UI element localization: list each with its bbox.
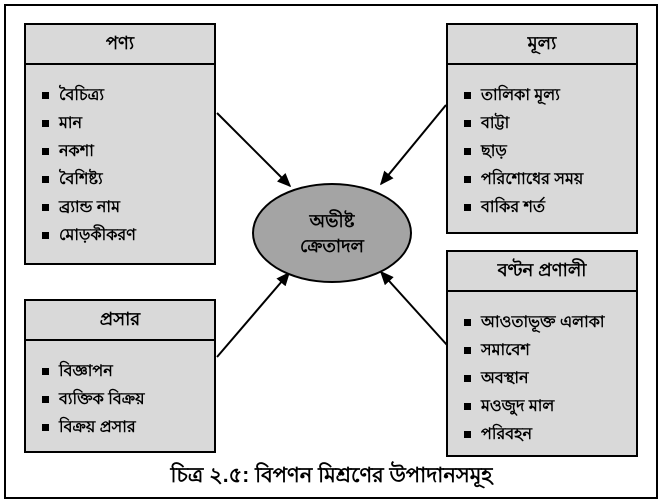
list-item: সমাবেশ: [464, 336, 630, 364]
list-item: বিজ্ঞাপন: [42, 357, 208, 385]
arrow-promotion-to-target: [216, 271, 291, 358]
list-item-label: বৈশিষ্ট্য: [59, 170, 103, 188]
target-ellipse-line1: অভীষ্ট: [309, 210, 355, 231]
square-bullet-icon: [42, 147, 49, 155]
list-item-label: ব্যক্তিক বিক্রয়: [59, 390, 145, 408]
list-item: মোড়কীকরণ: [42, 221, 208, 249]
list-item-label: বিজ্ঞাপন: [59, 362, 113, 380]
square-bullet-icon: [464, 430, 471, 438]
square-bullet-icon: [464, 147, 471, 155]
square-bullet-icon: [42, 367, 49, 375]
list-item: ব্র্যান্ড নাম: [42, 193, 208, 221]
product-box: পণ্য বৈচিত্র্য মান নকশা বৈশিষ্ট্য ব্র্যা…: [24, 23, 216, 265]
target-ellipse-line2: ক্রেতাদল: [300, 235, 364, 256]
list-item: বাকির শর্ত: [464, 193, 630, 221]
square-bullet-icon: [464, 318, 471, 326]
square-bullet-icon: [464, 374, 471, 382]
list-item: পরিশোধের সময়: [464, 165, 630, 193]
square-bullet-icon: [42, 175, 49, 183]
list-item: আওতাভূক্ত এলাকা: [464, 308, 630, 336]
place-box: বণ্টন প্রণালী আওতাভূক্ত এলাকা সমাবেশ অবস…: [446, 250, 638, 457]
square-bullet-icon: [464, 91, 471, 99]
square-bullet-icon: [42, 119, 49, 127]
square-bullet-icon: [42, 423, 49, 431]
list-item-label: ছাড়: [481, 142, 507, 160]
list-item-label: মোড়কীকরণ: [59, 226, 136, 244]
square-bullet-icon: [464, 175, 471, 183]
list-item-label: পরিশোধের সময়: [481, 170, 584, 188]
square-bullet-icon: [42, 91, 49, 99]
promotion-box: প্রসার বিজ্ঞাপন ব্যক্তিক বিক্রয় বিক্রয়…: [24, 299, 216, 453]
list-item: মান: [42, 109, 208, 137]
place-box-list: আওতাভূক্ত এলাকা সমাবেশ অবস্থান মওজুদ মাল…: [448, 292, 636, 448]
list-item-label: অবস্থান: [481, 369, 529, 387]
square-bullet-icon: [464, 119, 471, 127]
product-box-list: বৈচিত্র্য মান নকশা বৈশিষ্ট্য ব্র্যান্ড ন…: [26, 65, 214, 249]
list-item: অবস্থান: [464, 364, 630, 392]
price-box-title: মূল্য: [448, 25, 636, 65]
list-item: তালিকা মূল্য: [464, 81, 630, 109]
list-item-label: পরিবহন: [481, 425, 533, 443]
place-box-title: বণ্টন প্রণালী: [448, 252, 636, 292]
list-item-label: সমাবেশ: [481, 341, 530, 359]
list-item-label: নকশা: [59, 142, 94, 160]
list-item: বৈশিষ্ট্য: [42, 165, 208, 193]
list-item: বিক্রয় প্রসার: [42, 413, 208, 441]
square-bullet-icon: [42, 203, 49, 211]
arrow-place-to-target: [379, 270, 448, 346]
promotion-box-list: বিজ্ঞাপন ব্যক্তিক বিক্রয় বিক্রয় প্রসার: [26, 341, 214, 441]
list-item: বৈচিত্র্য: [42, 81, 208, 109]
square-bullet-icon: [464, 402, 471, 410]
list-item-label: বাট্টা: [481, 114, 510, 132]
list-item: পরিবহন: [464, 420, 630, 448]
price-box: মূল্য তালিকা মূল্য বাট্টা ছাড় পরিশোধের …: [446, 23, 638, 234]
square-bullet-icon: [42, 395, 49, 403]
list-item-label: তালিকা মূল্য: [481, 86, 560, 104]
promotion-box-title: প্রসার: [26, 301, 214, 341]
arrow-product-to-target: [216, 112, 292, 188]
list-item: ছাড়: [464, 137, 630, 165]
list-item: নকশা: [42, 137, 208, 165]
list-item-label: মওজুদ মাল: [481, 397, 555, 415]
list-item: ব্যক্তিক বিক্রয়: [42, 385, 208, 413]
list-item: বাট্টা: [464, 109, 630, 137]
price-box-list: তালিকা মূল্য বাট্টা ছাড় পরিশোধের সময় ব…: [448, 65, 636, 221]
list-item-label: মান: [59, 114, 83, 132]
list-item-label: বাকির শর্ত: [481, 198, 546, 216]
figure-caption: চিত্র ২.৫: বিপণন মিশ্রণের উপাদানসমূহ: [170, 464, 493, 487]
square-bullet-icon: [42, 231, 49, 239]
list-item-label: আওতাভূক্ত এলাকা: [481, 313, 605, 331]
square-bullet-icon: [464, 203, 471, 211]
square-bullet-icon: [464, 346, 471, 354]
target-ellipse: অভীষ্ট ক্রেতাদল: [252, 183, 412, 283]
list-item: মওজুদ মাল: [464, 392, 630, 420]
product-box-title: পণ্য: [26, 25, 214, 65]
list-item-label: বিক্রয় প্রসার: [59, 418, 136, 436]
list-item-label: বৈচিত্র্য: [59, 86, 104, 104]
list-item-label: ব্র্যান্ড নাম: [59, 198, 120, 216]
arrow-price-to-target: [379, 104, 447, 186]
